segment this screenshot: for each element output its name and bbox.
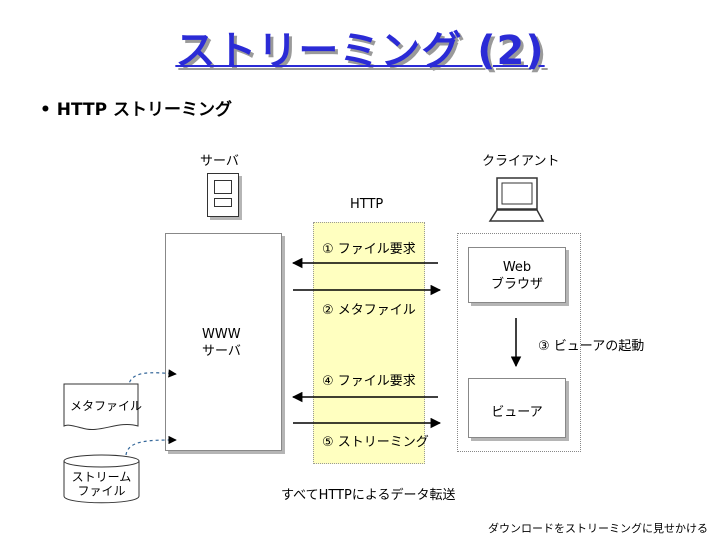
http-transfer-lane	[313, 222, 425, 464]
www-server-box: WWW サーバ	[165, 233, 282, 451]
stream-file-label: ストリーム ファイル	[64, 470, 139, 498]
corner-note: ダウンロードをストリーミングに見せかける	[488, 522, 708, 535]
server-label: サーバ	[200, 154, 239, 169]
meta-file-label: メタファイル	[70, 399, 143, 413]
step-4-label: ④ ファイル要求	[322, 374, 416, 389]
stream-file-label-line1: ストリーム	[71, 470, 132, 484]
viewer-label: ビューア	[491, 405, 543, 420]
www-server-label-line2: サーバ	[202, 344, 241, 359]
bullet-http-streaming: • HTTP ストリーミング	[40, 100, 232, 120]
viewer-box: ビューア	[468, 378, 566, 438]
step-3-label: ③ ビューアの起動	[538, 339, 645, 354]
step-1-label: ① ファイル要求	[322, 242, 416, 257]
http-label: HTTP	[350, 197, 384, 212]
slide-title: ストリーミング (2)	[175, 28, 545, 74]
server-icon	[207, 173, 239, 217]
step-2-label: ② メタファイル	[322, 303, 416, 318]
web-browser-label-line2: ブラウザ	[490, 277, 543, 292]
step-5-label: ⑤ ストリーミング	[322, 435, 429, 450]
www-server-label-line1: WWW	[202, 327, 241, 342]
client-monitor-icon	[488, 177, 545, 222]
web-browser-label-line1: Web	[502, 260, 532, 275]
client-label: クライアント	[482, 154, 560, 169]
web-browser-box: Web ブラウザ	[468, 247, 566, 303]
stream-file-label-line2: ファイル	[77, 484, 126, 498]
footer-note: すべてHTTPによるデータ転送	[281, 488, 456, 503]
client-area	[457, 233, 581, 452]
